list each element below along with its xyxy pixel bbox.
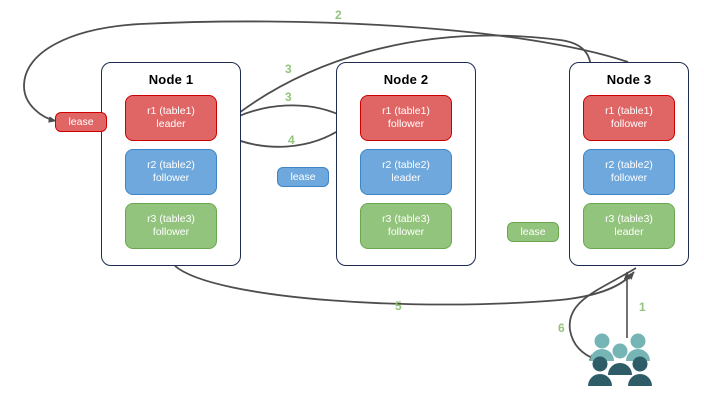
node-2-replica-r1[interactable]: r1 (table1) follower	[360, 95, 452, 141]
edge-5-node1-to-node3	[174, 265, 635, 306]
node-1-replica-r1-name: r1 (table1)	[147, 105, 195, 117]
node-2-replica-r3[interactable]: r3 (table3) follower	[360, 203, 452, 249]
lease-blue[interactable]: lease	[277, 167, 329, 187]
node-1-replica-r2[interactable]: r2 (table2) follower	[125, 149, 217, 195]
step-label-5: 5	[395, 299, 402, 313]
node-3-title: Node 3	[606, 72, 652, 87]
node-1-title: Node 1	[148, 72, 194, 87]
node-3[interactable]: Node 3 r1 (table1) follower r2 (table2) …	[569, 62, 689, 266]
node-2-replica-r3-role: follower	[387, 226, 425, 238]
node-1-replica-r2-name: r2 (table2)	[147, 159, 195, 171]
step-label-6: 6	[558, 321, 565, 335]
node-3-replica-r1[interactable]: r1 (table1) follower	[583, 95, 675, 141]
lease-red[interactable]: lease	[55, 112, 107, 132]
step-label-2: 2	[335, 8, 342, 22]
node-1[interactable]: Node 1 r1 (table1) leader r2 (table2) fo…	[101, 62, 241, 266]
node-3-replica-r1-role: follower	[610, 118, 648, 130]
node-2-replica-r2-name: r2 (table2)	[382, 159, 430, 171]
step-label-4: 4	[288, 133, 295, 147]
lease-green[interactable]: lease	[507, 222, 559, 242]
node-3-replica-r2-role: follower	[610, 172, 648, 184]
node-3-replica-r3-name: r3 (table3)	[605, 213, 653, 225]
node-3-replica-r1-name: r1 (table1)	[605, 105, 653, 117]
node-2-replica-r2[interactable]: r2 (table2) leader	[360, 149, 452, 195]
node-2-replica-r1-role: follower	[387, 118, 425, 130]
users-icon	[588, 333, 652, 386]
node-2-title: Node 2	[383, 72, 429, 87]
node-3-replica-r3[interactable]: r3 (table3) leader	[583, 203, 675, 249]
step-label-3b: 3	[285, 90, 292, 104]
node-1-replica-r2-role: follower	[152, 172, 190, 184]
node-3-replica-r2-name: r2 (table2)	[605, 159, 653, 171]
node-2[interactable]: Node 2 r1 (table1) follower r2 (table2) …	[336, 62, 476, 266]
node-2-replica-r3-name: r3 (table3)	[382, 213, 430, 225]
step-label-3a: 3	[285, 62, 292, 76]
node-1-replica-r3-role: follower	[152, 226, 190, 238]
node-1-replica-r1-role: leader	[156, 118, 186, 130]
node-2-replica-r2-role: leader	[391, 172, 421, 184]
node-2-replica-r1-name: r1 (table1)	[382, 105, 430, 117]
node-3-replica-r3-role: leader	[614, 226, 644, 238]
node-1-replica-r3-name: r3 (table3)	[147, 213, 195, 225]
node-1-replica-r3[interactable]: r3 (table3) follower	[125, 203, 217, 249]
step-label-1: 1	[639, 300, 646, 314]
node-1-replica-r1[interactable]: r1 (table1) leader	[125, 95, 217, 141]
node-3-replica-r2[interactable]: r2 (table2) follower	[583, 149, 675, 195]
